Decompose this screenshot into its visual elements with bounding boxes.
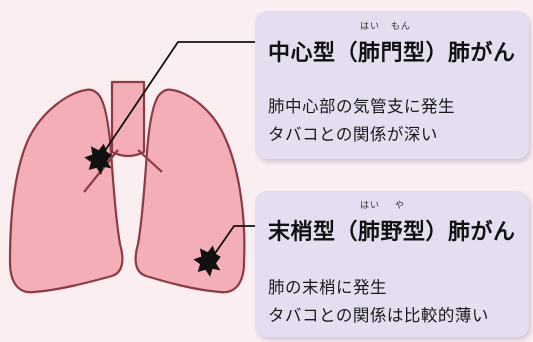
left-lung (10, 90, 122, 293)
title-type: （肺野型） (336, 220, 449, 245)
trachea (112, 82, 144, 156)
central-type-card: はい もん 中心型（肺門型）肺がん 肺中心部の気管支に発生 タバコとの関係が深い (255, 11, 529, 159)
central-desc-line1: 肺中心部の気管支に発生 (268, 93, 455, 117)
title-prefix: 末梢型 (268, 220, 336, 245)
title-type: （肺門型） (336, 41, 449, 66)
ruby-mon: もん (391, 19, 411, 32)
ruby-ya: や (395, 198, 405, 211)
ruby-hai: はい (360, 19, 380, 32)
title-prefix: 中心型 (268, 41, 336, 66)
ruby-hai: はい (360, 198, 380, 211)
right-lung (136, 90, 245, 293)
peripheral-type-card: はい や 末梢型（肺野型）肺がん 肺の末梢に発生 タバコとの関係は比較的薄い (255, 191, 529, 337)
central-type-title: 中心型（肺門型）肺がん (268, 35, 516, 67)
title-suffix: 肺がん (448, 220, 516, 245)
central-desc-line2: タバコとの関係が深い (268, 121, 438, 145)
peripheral-type-title: 末梢型（肺野型）肺がん (268, 214, 516, 246)
peripheral-desc-line1: 肺の末梢に発生 (268, 274, 387, 298)
title-suffix: 肺がん (448, 41, 516, 66)
peripheral-desc-line2: タバコとの関係は比較的薄い (268, 302, 489, 326)
